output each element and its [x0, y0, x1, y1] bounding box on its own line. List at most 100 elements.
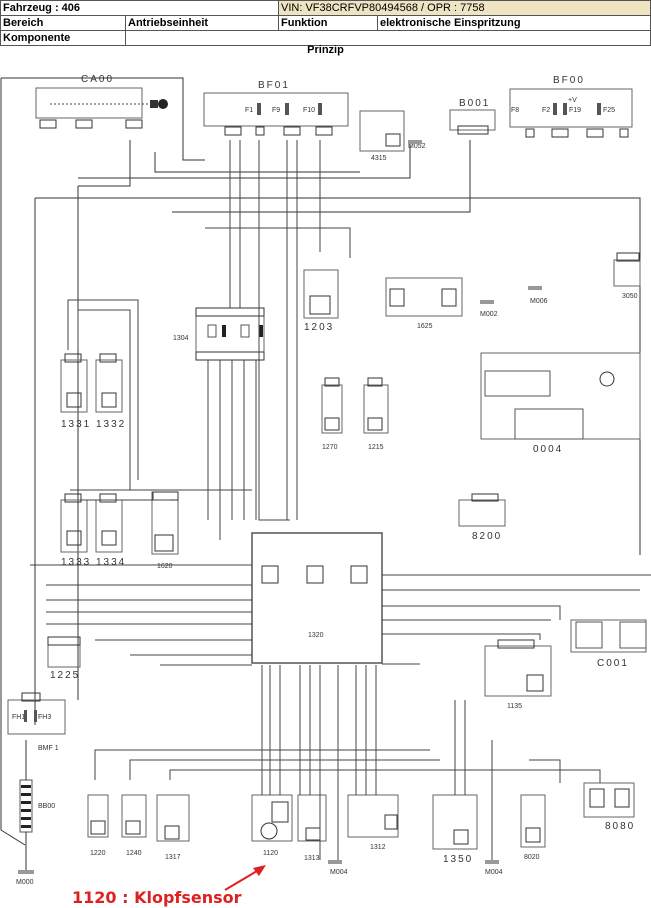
- component-8080: 8080: [583, 782, 635, 832]
- area-value: Antriebseinheit: [125, 15, 279, 31]
- function-label: Funktion: [278, 15, 378, 31]
- label-1620: 1620: [157, 563, 173, 570]
- label-m052: M052: [408, 143, 426, 150]
- annotation-knock-sensor: 1120 : Klopfsensor: [72, 888, 242, 907]
- label-c001: C001: [597, 658, 629, 669]
- component-1331: 1331: [60, 353, 91, 430]
- component-1350: 1350 M004: [432, 794, 503, 876]
- component-1333: 1333: [60, 493, 91, 568]
- component-c001: C001: [570, 619, 647, 669]
- component-bf01: BF01 F1 F9 F10: [203, 80, 349, 136]
- label-1225: 1225: [50, 670, 80, 681]
- vin-cell: VIN: VF38CRFVP80494568 / OPR : 7758: [278, 0, 651, 16]
- label-1120: 1120: [263, 850, 278, 857]
- component-1270: 1270: [321, 377, 343, 451]
- wire: [172, 140, 471, 213]
- label-1304: 1304: [173, 335, 189, 342]
- component-bf00: BF00 F8 F2 F19 F25 +V: [509, 75, 633, 138]
- label-1270: 1270: [322, 444, 338, 451]
- label-bmf1: BMF 1: [38, 745, 59, 752]
- label-1333: 1333: [61, 557, 91, 568]
- component-1313: 1313: [297, 794, 327, 862]
- label-1320: 1320: [308, 632, 324, 639]
- label-1312: 1312: [370, 844, 386, 851]
- label-bf00: BF00: [553, 75, 585, 86]
- component-8200: 8200: [458, 493, 506, 542]
- component-bb00: BB00 M000: [16, 740, 55, 886]
- label-1317: 1317: [165, 854, 181, 861]
- area-label: Bereich: [0, 15, 126, 31]
- label-b001: B001: [459, 98, 490, 109]
- label-1313: 1313: [304, 855, 320, 862]
- component-1203: 1203: [303, 269, 339, 333]
- label-m000: M000: [16, 879, 34, 886]
- component-label: Komponente: [0, 30, 126, 46]
- component-1240: 1240: [121, 794, 147, 857]
- component-1620: 1620: [151, 491, 179, 570]
- component-1220: 1220: [87, 794, 109, 857]
- component-4315: 4315 M052: [359, 110, 426, 162]
- label-m004-b: M004: [485, 869, 503, 876]
- component-1215: 1215: [363, 377, 389, 451]
- fuse-f2: F2: [542, 107, 550, 114]
- label-0004: 0004: [533, 444, 563, 455]
- label-1350: 1350: [443, 854, 473, 865]
- component-1120-knock-sensor: 1120: [251, 794, 293, 857]
- label-1215: 1215: [368, 444, 384, 451]
- fuse-fh3: FH3: [38, 714, 51, 721]
- component-ca00: CA00: [35, 74, 168, 129]
- label-8020: 8020: [524, 854, 540, 861]
- label-bb00: BB00: [38, 803, 55, 810]
- component-3050: 3050: [613, 252, 641, 300]
- fuse-f9: F9: [272, 107, 280, 114]
- label-m004-a: M004: [330, 869, 348, 876]
- fuse-f25: F25: [603, 107, 615, 114]
- component-1317: 1317: [156, 794, 190, 861]
- component-1225: 1225: [47, 636, 81, 681]
- component-1304: 1304: [173, 307, 265, 361]
- label-bf01: BF01: [258, 80, 290, 91]
- label-m006: M006: [530, 298, 548, 305]
- fuse-f10: F10: [303, 107, 315, 114]
- label-1135: 1135: [507, 703, 522, 710]
- component-bmf1: FH1 FH3 BMF 1: [7, 692, 66, 752]
- fuse-fh1: FH1: [12, 714, 25, 721]
- label-8080: 8080: [605, 821, 635, 832]
- label-1240: 1240: [126, 850, 142, 857]
- component-b001: B001: [449, 98, 496, 135]
- wire: [0, 78, 26, 846]
- label-ca00: CA00: [81, 74, 114, 85]
- diagram-title: Prinzip: [307, 44, 344, 56]
- component-8020: 8020: [520, 794, 546, 861]
- wire: [78, 140, 131, 187]
- function-value: elektronische Einspritzung: [377, 15, 651, 31]
- label-1203: 1203: [304, 322, 334, 333]
- fuse-f1: F1: [245, 107, 253, 114]
- label-1331: 1331: [61, 419, 91, 430]
- header-table: Fahrzeug : 406 VIN: VF38CRFVP80494568 / …: [0, 0, 651, 46]
- label-1625: 1625: [417, 323, 433, 330]
- component-0004: 0004: [480, 352, 641, 455]
- vehicle-cell: Fahrzeug : 406: [0, 0, 279, 16]
- wire: [154, 152, 360, 173]
- component-1135: 1135: [484, 639, 552, 710]
- wire: [35, 197, 641, 555]
- component-1320-ecu: 1320: [251, 532, 383, 664]
- component-1332: 1332: [95, 353, 126, 430]
- fuse-f8: F8: [511, 107, 519, 114]
- label-m002: M002: [480, 311, 498, 318]
- label-3050: 3050: [622, 293, 638, 300]
- wire: [78, 140, 411, 179]
- label-4315: 4315: [371, 155, 387, 162]
- component-1334: 1334: [95, 493, 126, 568]
- component-value: [125, 30, 651, 46]
- fuse-f19: F19: [569, 107, 581, 114]
- component-1312: 1312 M004: [328, 794, 399, 876]
- label-1334: 1334: [96, 557, 126, 568]
- label-8200: 8200: [472, 531, 502, 542]
- label-1332: 1332: [96, 419, 126, 430]
- component-1625: 1625 M002 M006: [385, 277, 548, 330]
- label-1220: 1220: [90, 850, 106, 857]
- wiring-diagram: CA00 BF01 F1 F9 F10 4315 M052 B001: [0, 74, 651, 886]
- wire: [1, 77, 205, 161]
